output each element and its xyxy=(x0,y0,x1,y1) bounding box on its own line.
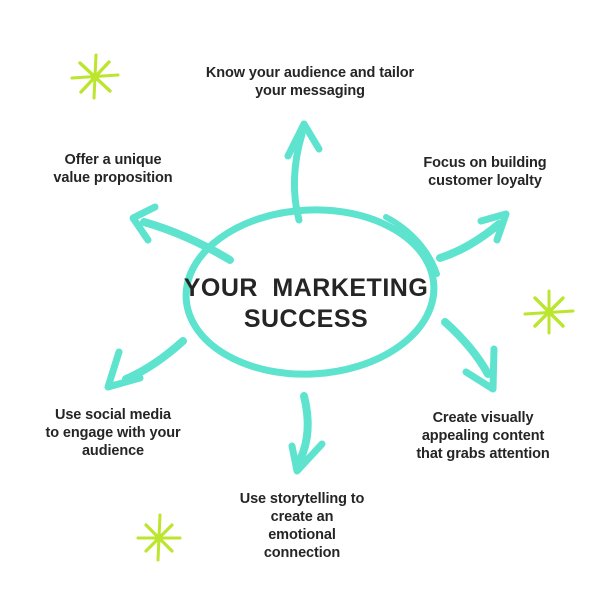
node-label-line: Use storytelling to xyxy=(239,491,365,507)
node-label-line: appealing content xyxy=(421,428,545,444)
center-title-line: SUCCESS xyxy=(243,305,369,333)
node-label-line: connection xyxy=(263,545,341,561)
node-label-line: Know your audience and tailor xyxy=(205,65,415,81)
arrow-top-left xyxy=(129,203,234,264)
arrow-bottom-right xyxy=(441,318,498,393)
sparkle-star-icon xyxy=(136,513,182,562)
node-label-line: Create visually xyxy=(432,410,534,426)
node-label-line: to engage with your xyxy=(45,425,181,441)
node-label-top-left: Offer a unique value proposition xyxy=(53,151,172,187)
arrow-top-right xyxy=(436,210,510,262)
node-label-line: customer loyalty xyxy=(428,173,542,189)
arrow-down xyxy=(288,392,326,475)
node-label-line: your messaging xyxy=(255,83,365,99)
center-title-line: YOUR MARKETING xyxy=(183,274,429,302)
node-label-line: Focus on building xyxy=(423,155,547,171)
node-label-bottom-left: Use social media to engage with your aud… xyxy=(45,406,180,460)
node-label-line: value proposition xyxy=(53,170,173,186)
arrow-bottom-left xyxy=(104,337,187,391)
node-label-top-right: Focus on building customer loyalty xyxy=(423,154,546,190)
node-label-line: emotional xyxy=(268,527,336,543)
node-label-top: Know your audience and tailor your messa… xyxy=(206,64,414,100)
node-label-line: that grabs attention xyxy=(416,446,550,462)
node-label-bottom-right: Create visually appealing content that g… xyxy=(416,409,549,463)
node-label-line: create an xyxy=(270,509,334,525)
center-title: YOUR MARKETING SUCCESS xyxy=(184,273,429,335)
sparkle-star-icon xyxy=(70,53,120,100)
sparkle-star-icon xyxy=(523,289,575,335)
node-label-line: Use social media xyxy=(54,407,172,423)
node-label-line: Offer a unique xyxy=(64,152,162,168)
arrow-up xyxy=(284,120,323,224)
center-ellipse xyxy=(182,206,440,378)
node-label-bottom: Use storytelling to create an emotional … xyxy=(240,490,365,562)
node-label-line: audience xyxy=(81,443,145,459)
